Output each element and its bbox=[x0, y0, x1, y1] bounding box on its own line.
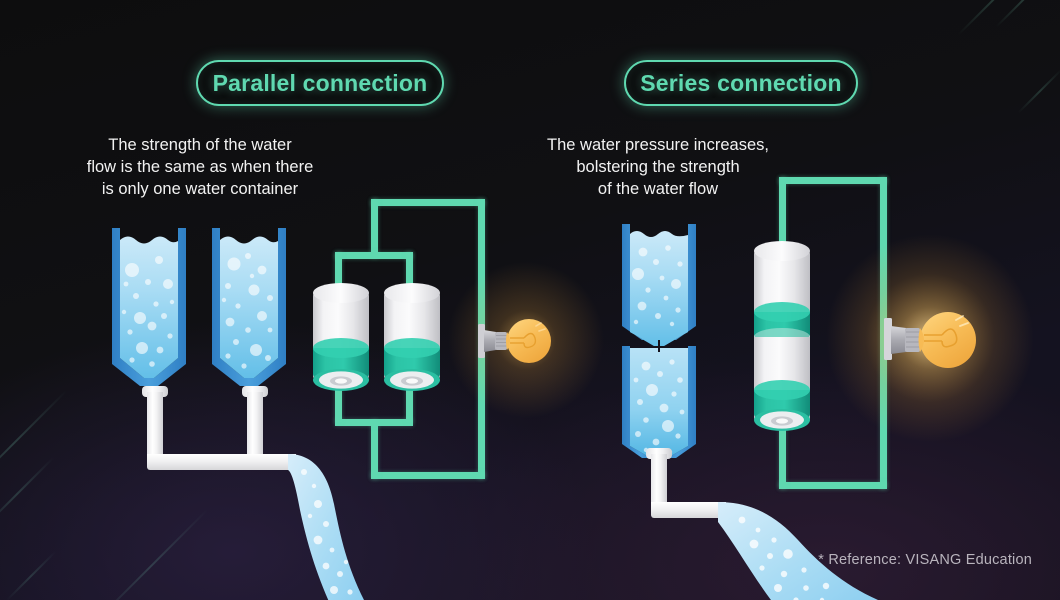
deco-line bbox=[0, 390, 67, 498]
wire-icon bbox=[779, 482, 887, 489]
wire-icon bbox=[406, 384, 413, 422]
panel-title-series: Series connection bbox=[624, 60, 858, 106]
deco-line bbox=[1017, 68, 1060, 114]
deco-line bbox=[0, 456, 55, 532]
pipe-icon bbox=[247, 392, 263, 464]
water-container-icon bbox=[204, 226, 294, 392]
light-bulb-icon bbox=[440, 262, 604, 422]
water-stream-icon bbox=[288, 452, 428, 600]
wire-icon bbox=[335, 384, 342, 422]
wire-icon bbox=[371, 420, 378, 479]
panel-caption-parallel: The strength of the water flow is the sa… bbox=[86, 136, 314, 198]
wire-icon bbox=[779, 177, 786, 247]
water-container-icon bbox=[616, 222, 702, 466]
battery-icon bbox=[751, 240, 813, 440]
wire-icon bbox=[371, 199, 378, 258]
battery-icon bbox=[310, 282, 372, 397]
battery-icon bbox=[381, 282, 443, 397]
panel-title-parallel: Parallel connection bbox=[196, 60, 444, 106]
wire-icon bbox=[371, 472, 485, 479]
water-container-icon bbox=[104, 226, 194, 392]
light-bulb-icon bbox=[826, 234, 1042, 450]
wire-icon bbox=[335, 252, 413, 259]
wire-icon bbox=[406, 252, 413, 288]
panel-caption-series: The water pressure increases, bolstering… bbox=[547, 136, 769, 198]
water-stream-icon bbox=[718, 500, 888, 600]
wire-icon bbox=[335, 419, 413, 426]
pipe-icon bbox=[242, 386, 268, 397]
deco-line bbox=[5, 550, 57, 600]
pipe-icon bbox=[651, 454, 667, 512]
pipe-icon bbox=[646, 448, 672, 459]
wire-icon bbox=[779, 428, 786, 489]
deco-line bbox=[93, 509, 208, 600]
pipe-icon bbox=[651, 502, 726, 518]
wire-icon bbox=[371, 199, 485, 206]
pipe-icon bbox=[147, 454, 296, 470]
wire-icon bbox=[335, 252, 342, 288]
pipe-icon bbox=[142, 386, 168, 397]
deco-line bbox=[957, 0, 1042, 36]
pipe-icon bbox=[147, 392, 163, 464]
deco-line bbox=[995, 0, 1052, 28]
reference-note: * Reference: VISANG Education bbox=[818, 552, 1032, 568]
wire-icon bbox=[779, 177, 887, 184]
